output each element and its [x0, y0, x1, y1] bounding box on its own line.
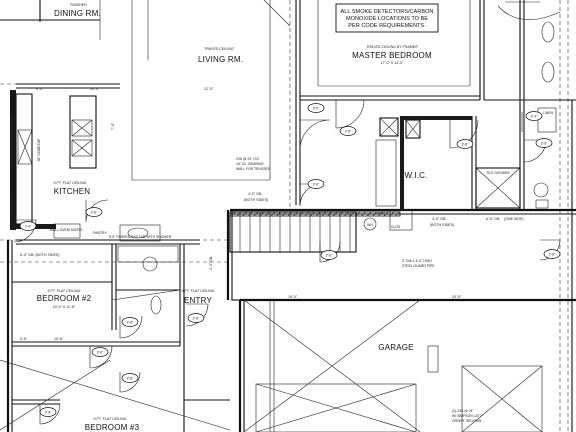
smoke-detector-note: ALL SMOKE DETECTORS/CARBON MONOXIDE LOCA… [335, 3, 439, 33]
svg-text:3'-0": 3'-0" [97, 350, 105, 354]
tub-label: 5'-0" FIBERGLASS TUB WITH SHOWER [109, 235, 172, 239]
svg-text:2'-8": 2'-8" [127, 320, 135, 324]
svg-text:2'-0": 2'-0" [541, 141, 549, 145]
stair-gb-1-sub: (BOTH SIDES) [244, 198, 268, 202]
room-labels: DINING RM. FINISHED LIVING RM. TRAYED CE… [37, 3, 554, 432]
door-tag: 3'-0" [91, 347, 109, 357]
svg-text:2'-8": 2'-8" [549, 252, 557, 256]
misc-lines [0, 0, 561, 431]
dimension-labels: 4'-0" GB. (BOTH SIDES) 4'-0" GB. (BOTH S… [20, 87, 524, 341]
svg-text:2'-4": 2'-4" [531, 114, 539, 118]
steel-guard-line-1: 3" DIA X 4'-0" HIGH [402, 259, 432, 263]
master-ceiling-note: TRAYED CEILING BY FRAMER [366, 45, 418, 49]
dim-bedroom3: 10'-6" [54, 337, 64, 341]
beam-note-line-3: WALL FOR TRUSSES [236, 167, 271, 171]
structural-notes: 2X8 @ 24" O/C 16" GL. BEARING WALL FOR T… [236, 157, 482, 423]
gb-hall: 5'-0" GB. (BOTH SIDES) [20, 253, 60, 257]
tile-shower-label: TILE SHOWER [486, 171, 510, 175]
stair-gb-2: 4'-0" GB. [432, 217, 446, 221]
beam-note-line-2: 16" GL. BEARING [236, 162, 264, 166]
door-tag: 2'-4" [19, 221, 37, 231]
garage-structure [243, 299, 543, 432]
living-ceiling-note: TRAYED CEILING [204, 47, 234, 51]
gb-entry: 4'-0" GB. [209, 256, 213, 270]
door-tag: 2'-0" [535, 138, 553, 148]
stair-gb-1: 4'-0" GB. [248, 192, 262, 196]
door-tag: 3'-0" [307, 103, 325, 113]
master-bedroom-label: MASTER BEDROOM [352, 51, 432, 60]
kitchen-label: KITCHEN [54, 187, 91, 196]
dim-garage-a: 19'-0" [288, 295, 298, 299]
door-tag: 2'-6" [187, 313, 205, 323]
dim-living: 12'-0" [204, 87, 214, 91]
dining-room-label: DINING RM. [54, 9, 101, 18]
door-tag: 2'-8" [39, 407, 57, 417]
door-tag: 2'-4" [525, 111, 543, 121]
smoke-note-line-2: MONOXIDE LOCATIONS TO BE [346, 16, 428, 22]
door-tag: 2'-8" [121, 373, 139, 383]
bedroom3-label: BEDROOM #3 [85, 423, 140, 432]
closet-label: CLOS. [391, 225, 401, 229]
kitchen-ceiling-note: 9 FT. FLAT CEILING [54, 181, 87, 185]
wall-oven-label: WALL OVEN/ MICRO [50, 228, 83, 232]
door-tag: 2'-8" [456, 139, 474, 149]
door-tag: 2'-6" [307, 179, 325, 189]
dim-kitchen-mid: 10'-3" [90, 87, 100, 91]
smoke-note-line-3: PER CODE REQUIREMENTS. [348, 23, 426, 29]
svg-text:2'-4": 2'-4" [25, 224, 33, 228]
bath-fixtures [363, 21, 557, 231]
svg-text:2'-6": 2'-6" [91, 210, 99, 214]
simpson-line-2: W/ SIMPSON LSTJ [452, 414, 482, 418]
linen-label: LINEN [543, 111, 554, 115]
water-heater-label: WH [367, 223, 373, 227]
dining-ceiling-note: FINISHED [70, 3, 87, 7]
svg-text:2'-6": 2'-6" [193, 316, 201, 320]
master-bedroom-dimensions: 17'-0" X 14'-0" [381, 61, 404, 65]
svg-text:3'-0": 3'-0" [313, 106, 321, 110]
door-tag: 2'-8" [121, 317, 139, 327]
bedroom3-ceiling-note: 9 FT. FLAT CEILING [94, 417, 127, 421]
beam-note-line-1: 2X8 @ 24" O/C [236, 157, 260, 161]
bedroom2-ceiling-note: 9 FT. FLAT CEILING [48, 289, 81, 293]
door-tag: 2'-6" [85, 207, 103, 217]
smoke-note-line-1: ALL SMOKE DETECTORS/CARBON [341, 9, 434, 15]
door-tag: 2'-8" [339, 126, 357, 136]
dim-left-mid: 3'-6" [20, 337, 28, 341]
stair-gb-3-sub: (ONE SIDE) [504, 217, 524, 221]
svg-text:2'-8": 2'-8" [462, 142, 470, 146]
simpson-line-3: GRDER TIEDOWN [452, 419, 482, 423]
steel-guard-line-2: STEEL GUARD PIPE [402, 264, 435, 268]
stair-gb-3: 6'-0" GB. [486, 217, 500, 221]
stair-gb-2-sub: (BOTH SIDES) [430, 223, 454, 227]
dim-garage-b: 20'-0" [452, 295, 462, 299]
simpson-line-1: (2)-2X8 @ 24" [452, 409, 474, 413]
svg-text:2'-8": 2'-8" [345, 129, 353, 133]
pantry-label: PANTRY [93, 231, 107, 235]
entry-label: ENTRY [184, 296, 212, 305]
kitchen-fixtures [15, 93, 161, 242]
laundry-label: LAUN [375, 211, 385, 215]
wic-label: W.I.C. [405, 171, 428, 180]
hall-bath-fixtures [117, 245, 179, 315]
dim-left-edge: 7'-0" [111, 122, 115, 130]
door-tag: 2'-8" [543, 249, 561, 259]
svg-text:2'-6": 2'-6" [326, 253, 334, 257]
dim-kitchen-top: 9'-4" [36, 87, 44, 91]
stairs [229, 211, 357, 253]
garage-label: GARAGE [378, 343, 413, 352]
door-tags: 3'-0" 2'-8" 2'-6" 2'-8" 2'-4" 2'-0" 2'-8… [19, 103, 561, 417]
entry-ceiling-note: 9 FT. FLAT CEILING [182, 289, 215, 293]
bedroom2-label: BEDROOM #2 [37, 294, 92, 303]
bedroom2-dimensions: 10'-0" X 11'-8" [53, 305, 76, 309]
svg-text:2'-8": 2'-8" [45, 410, 53, 414]
living-room-label: LIVING RM. [198, 55, 243, 64]
cooktop-label: 36" COOKTOP [37, 138, 41, 162]
svg-text:2'-6": 2'-6" [313, 182, 321, 186]
svg-text:2'-8": 2'-8" [127, 376, 135, 380]
door-tag: 2'-6" [320, 250, 338, 260]
